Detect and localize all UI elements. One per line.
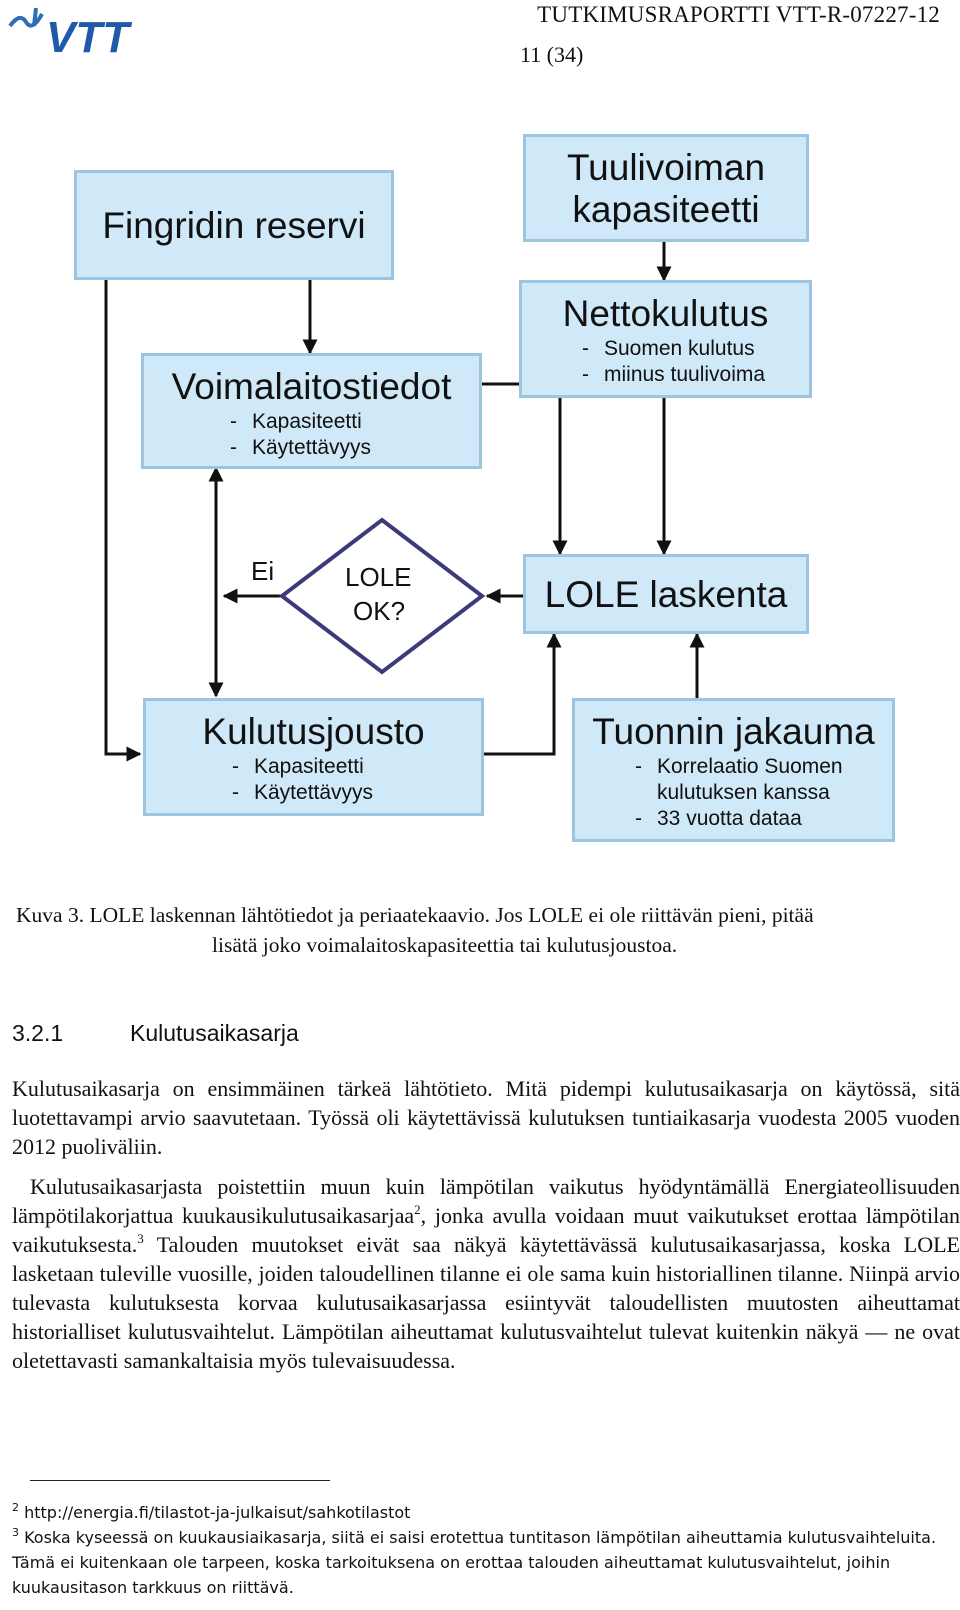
- caption-line2: lisätä joko voimalaitoskapasiteettia tai…: [212, 933, 678, 957]
- footnote-3: 3 Koska kyseessä on kuukausiaikasarja, s…: [12, 1525, 952, 1600]
- box-tuulivoima-line1: Tuulivoiman: [566, 147, 766, 188]
- list-item: 33 vuotta dataa: [635, 806, 885, 832]
- footnote-2: 2 http://energia.fi/tilastot-ja-julkaisu…: [12, 1500, 952, 1525]
- decision-diamond: [278, 517, 486, 675]
- footnote-link[interactable]: http://energia.fi/tilastot-ja-julkaisut/…: [24, 1503, 411, 1522]
- list-item: Korrelaatio Suomen kulutuksen kanssa: [635, 754, 885, 806]
- footnote-ref-3[interactable]: 3: [137, 1231, 144, 1246]
- box-tuonnin-jakauma: Tuonnin jakauma Korrelaatio Suomen kulut…: [572, 698, 895, 842]
- arrow-fingrid-kulutusjousto: [104, 280, 142, 762]
- section-title: Kulutusaikasarja: [130, 1020, 299, 1046]
- figure-caption: Kuva 3. LOLE laskennan lähtötiedot ja pe…: [16, 900, 956, 960]
- list-item: Käytettävyys: [232, 780, 373, 806]
- box-fingrid-reserve: Fingridin reservi: [74, 170, 394, 280]
- page-number: 11 (34): [520, 42, 584, 67]
- paragraph-2-part-c: Talouden muutokset eivät saa näkyä käyte…: [12, 1232, 960, 1373]
- list-item: Käytettävyys: [230, 435, 371, 461]
- vtt-logo-icon: VTT: [8, 7, 132, 62]
- box-voimalaitos-list: Kapasiteetti Käytettävyys: [230, 409, 371, 461]
- box-tuonti-list: Korrelaatio Suomen kulutuksen kanssa 33 …: [635, 754, 885, 832]
- report-id: TUTKIMUSRAPORTTI VTT-R-07227-12: [537, 2, 940, 27]
- arrow-kulutusjousto-lole: [482, 632, 562, 756]
- box-tuulivoima: Tuulivoiman kapasiteetti: [523, 134, 809, 242]
- section-number: 3.2.1: [12, 1020, 64, 1046]
- box-nettokulutus: Nettokulutus Suomen kulutus miinus tuuli…: [519, 280, 812, 398]
- flowchart-arrows: [104, 242, 705, 762]
- footnote-number: 2: [12, 1501, 19, 1514]
- decision-label-line1: LOLE: [345, 562, 412, 592]
- list-item: Suomen kulutus: [582, 336, 765, 362]
- paragraph-2: Kulutusaikasarjasta poistettiin muun kui…: [12, 1172, 960, 1375]
- list-item: miinus tuulivoima: [582, 362, 765, 388]
- box-kulutusjousto: Kulutusjousto Kapasiteetti Käytettävyys: [143, 698, 484, 816]
- caption-line1: Kuva 3. LOLE laskennan lähtötiedot ja pe…: [16, 903, 814, 927]
- box-tuonti-title: Tuonnin jakauma: [592, 711, 875, 752]
- box-lole-laskenta: LOLE laskenta: [523, 554, 809, 634]
- box-tuulivoima-line2: kapasiteetti: [572, 189, 760, 230]
- footnote-separator: [30, 1480, 330, 1481]
- box-kulutusjousto-title: Kulutusjousto: [202, 711, 425, 752]
- box-voimalaitos-title: Voimalaitostiedot: [171, 366, 452, 407]
- paragraph-2-part-a: Kulutusaikasarjasta poistettiin muun kui…: [12, 1174, 960, 1228]
- lole-flowchart: Fingridin reservi Tuulivoiman kapasiteet…: [0, 120, 960, 880]
- paragraph-2-part-b: , jonka avulla voidaan muut vaikutukset …: [12, 1203, 960, 1257]
- vtt-logo: VTT: [6, 4, 166, 62]
- box-lole-title: LOLE laskenta: [544, 574, 788, 615]
- list-item: Kapasiteetti: [230, 409, 371, 435]
- arrow-voimalaitos-lole: [480, 382, 568, 556]
- box-nettokulutus-list: Suomen kulutus miinus tuulivoima: [582, 336, 765, 388]
- paragraph-1: Kulutusaikasarja on ensimmäinen tärkeä l…: [12, 1076, 960, 1159]
- list-item: Kapasiteetti: [232, 754, 373, 780]
- footnote-ref-2[interactable]: 2: [414, 1202, 421, 1217]
- decision-label-line2: OK?: [353, 596, 406, 626]
- box-voimalaitostiedot: Voimalaitostiedot Kapasiteetti Käytettäv…: [141, 353, 482, 469]
- footnote-text: Koska kyseessä on kuukausiaikasarja, sii…: [12, 1528, 937, 1597]
- footnote-number: 3: [12, 1526, 19, 1539]
- decision-no-label: Ei: [251, 556, 275, 586]
- box-kulutusjousto-list: Kapasiteetti Käytettävyys: [232, 754, 373, 806]
- box-fingrid-title: Fingridin reservi: [102, 205, 366, 246]
- vtt-logo-text: VTT: [46, 13, 132, 56]
- box-nettokulutus-title: Nettokulutus: [562, 293, 769, 334]
